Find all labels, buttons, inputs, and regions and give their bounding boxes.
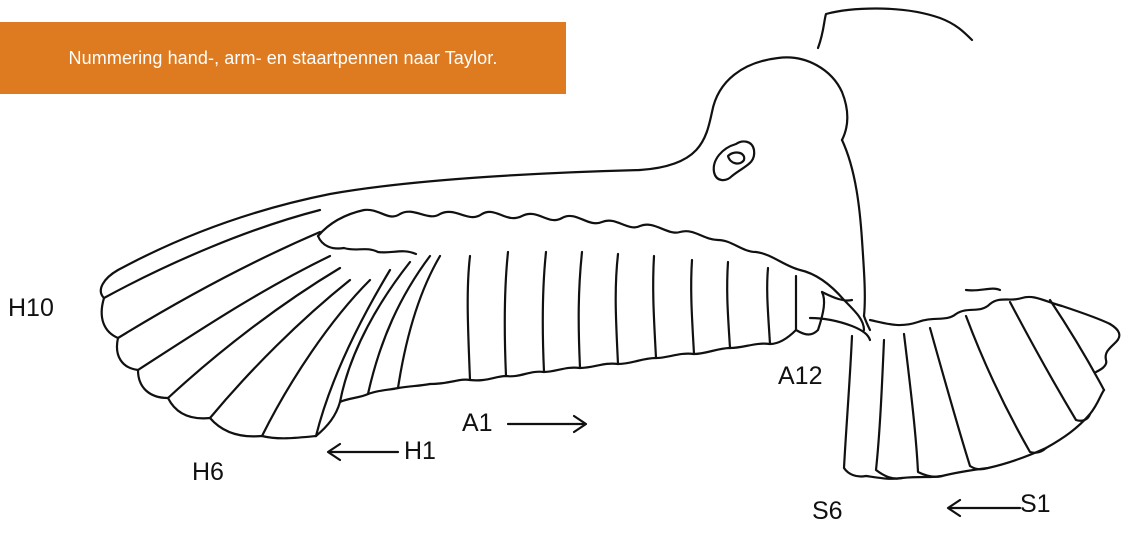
tail-feather-s4 — [904, 334, 942, 477]
head-crest — [818, 9, 972, 49]
caption-text: Nummering hand-, arm- en staartpennen na… — [69, 48, 498, 69]
eye — [728, 153, 744, 164]
feather-a5 — [616, 254, 618, 364]
tail-feather-s6 — [844, 336, 866, 477]
tail-rib-1 — [966, 289, 1000, 291]
caption-banner: Nummering hand-, arm- en staartpennen na… — [0, 22, 566, 94]
feather-h3-tip — [340, 394, 368, 402]
feather-h9 — [118, 232, 320, 338]
label-a12: A12 — [778, 362, 822, 391]
beak — [714, 142, 754, 181]
feather-h6-tip — [210, 418, 262, 436]
tail-feather-s2 — [966, 316, 1046, 453]
wing-leading-edge — [101, 170, 640, 298]
label-s1: S1 — [1020, 490, 1051, 519]
feather-h7-tip — [168, 398, 210, 418]
label-s6: S6 — [812, 497, 843, 526]
tail-feather-edge-2 — [1050, 300, 1104, 390]
feather-a9 — [767, 268, 770, 344]
feather-h5-tip — [262, 436, 316, 438]
label-a1: A1 — [462, 409, 493, 438]
feather-a12 — [796, 292, 824, 335]
feather-a3 — [543, 252, 546, 372]
feather-a8 — [727, 262, 730, 348]
feather-h9-tip — [117, 338, 138, 370]
feather-h8-tip — [138, 370, 168, 398]
secondaries-trailing-edge — [430, 330, 796, 384]
tail-outer-edge — [1096, 324, 1119, 372]
tail-feather-s5 — [876, 340, 902, 479]
feather-a6 — [653, 256, 656, 358]
feather-h10-tip — [102, 298, 118, 338]
label-h6: H6 — [192, 458, 224, 487]
wing-coverts-lower — [318, 236, 416, 254]
head-outline — [640, 57, 847, 170]
feather-h6 — [210, 280, 350, 418]
tail-feather-s1 — [1010, 302, 1090, 421]
feather-h2-tip — [368, 388, 398, 394]
feather-a1 — [468, 256, 470, 380]
tail-top — [870, 297, 1110, 325]
head-back — [842, 140, 865, 316]
feather-h1-tip — [398, 384, 430, 388]
label-h10: H10 — [8, 294, 54, 323]
wing-coverts — [318, 210, 864, 330]
label-h1: H1 — [404, 437, 436, 466]
feather-a2 — [505, 252, 508, 376]
feather-a7 — [691, 260, 694, 354]
feather-h1 — [398, 256, 440, 388]
feather-a4 — [579, 252, 582, 368]
tail-bottom-edge — [866, 390, 1104, 479]
